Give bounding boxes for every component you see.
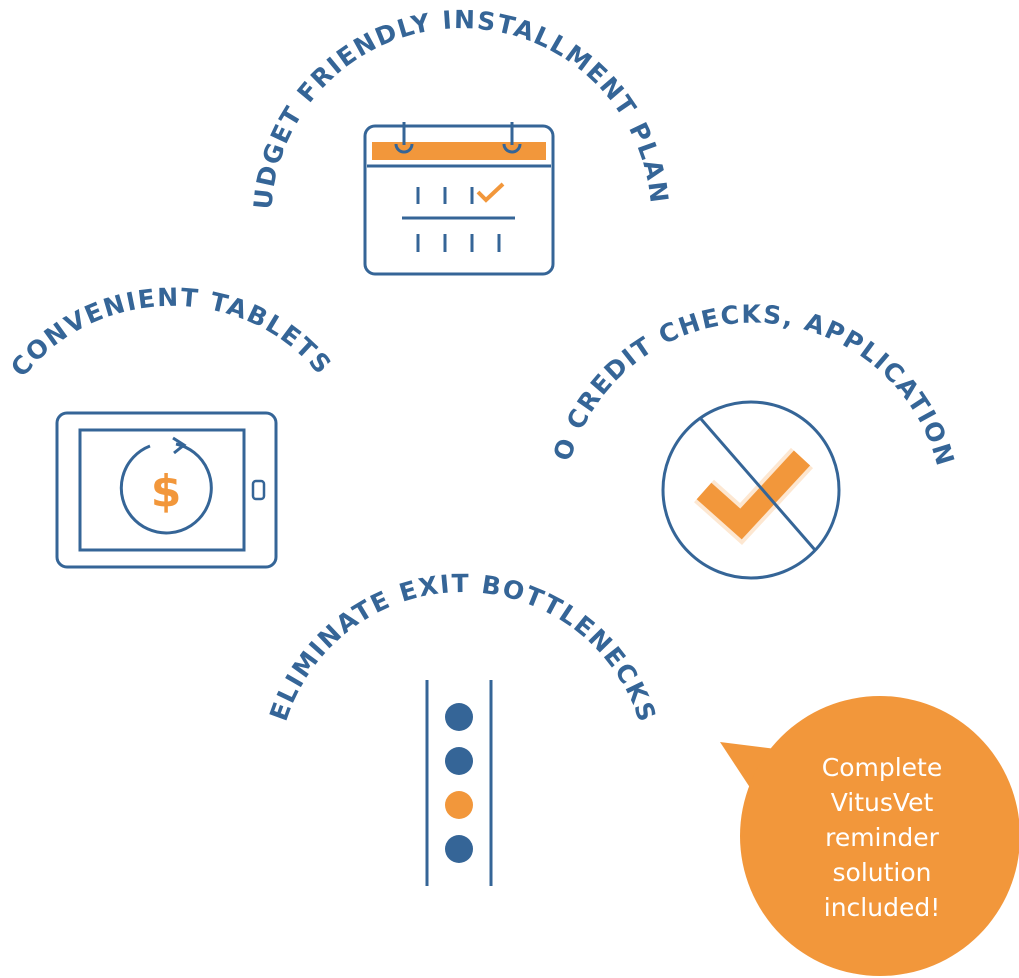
feature-label-tablets-path: CONVENIENT TABLETS (5, 283, 336, 383)
feature-budget-plans: BUDGET FRIENDLY INSTALLMENT PLANS (0, 0, 674, 276)
feature-convenient-tablets: CONVENIENT TABLETS $ (5, 283, 338, 569)
tablet-dollar-icon: $ (55, 411, 278, 569)
queue-icon (425, 680, 493, 886)
queue-dot-highlight (445, 791, 473, 819)
no-check-icon (661, 400, 841, 580)
queue-dot (445, 703, 473, 731)
bubble-line-2: VitusVet (831, 788, 934, 817)
bubble-line-4: solution (833, 858, 932, 887)
bubble-line-5: included! (824, 893, 940, 922)
feature-label-budget: BUDGET FRIENDLY INSTALLMENT PLANS (0, 0, 674, 211)
queue-dot (445, 835, 473, 863)
feature-label-credit: NO CREDIT CHECKS, APPLICATIONS (0, 0, 960, 470)
dollar-sign-icon: $ (151, 466, 182, 517)
feature-label-exit: ELIMINATE EXIT BOTTLENECKS (264, 569, 662, 727)
feature-exit-bottlenecks: ELIMINATE EXIT BOTTLENECKS (264, 569, 662, 886)
queue-dot (445, 747, 473, 775)
feature-label-tablets: CONVENIENT TABLETS (5, 283, 338, 383)
calendar-check-icon (363, 122, 555, 276)
feature-label-exit-path: ELIMINATE EXIT BOTTLENECKS (264, 569, 660, 727)
bubble-line-1: Complete (822, 753, 942, 782)
feature-label-credit-path: NO CREDIT CHECKS, APPLICATIONS (0, 0, 959, 470)
feature-label-budget-path: BUDGET FRIENDLY INSTALLMENT PLANS (0, 0, 672, 211)
speech-bubble-circle (740, 696, 1019, 976)
bubble-line-3: reminder (825, 823, 940, 852)
speech-bubble: Complete VitusVet reminder solution incl… (720, 696, 1019, 976)
